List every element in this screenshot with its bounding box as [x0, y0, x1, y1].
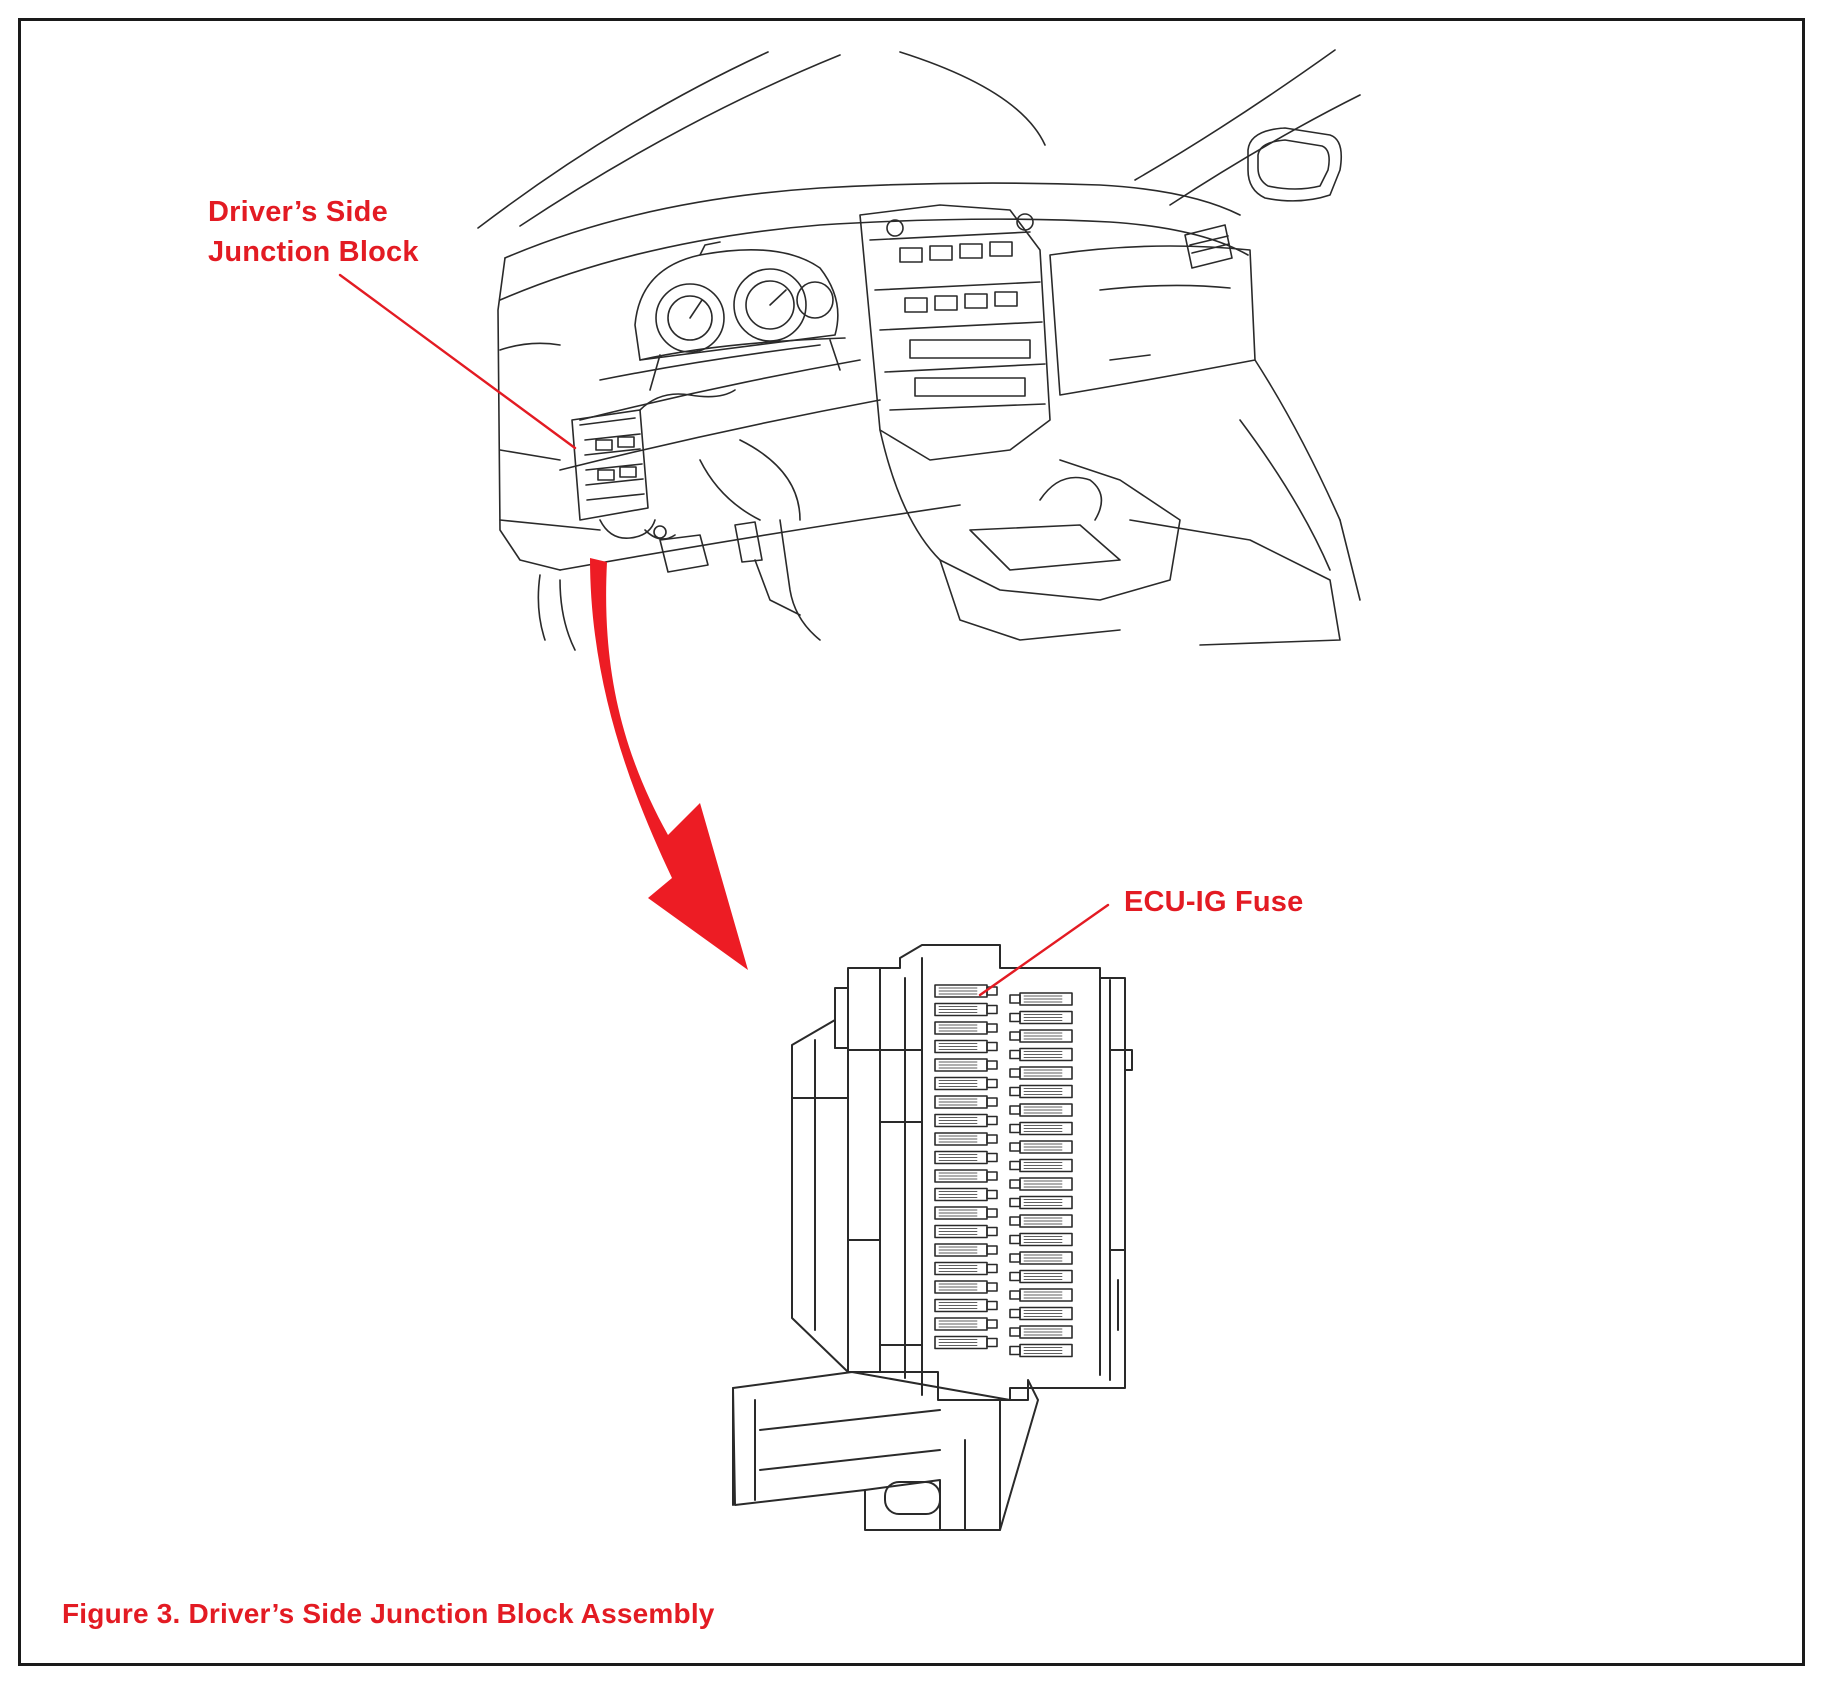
fuse-slot-tab — [986, 1282, 998, 1292]
fuse-slot-tab — [1009, 1105, 1021, 1115]
fuse-slot-tab — [986, 1115, 998, 1126]
fuse-slot-tab — [1009, 1308, 1021, 1319]
fuse-slot-tab — [1009, 1271, 1021, 1282]
fuse-slot-tab — [986, 1023, 998, 1033]
fuse-slot-tab — [986, 1263, 998, 1274]
fuse-slot-tab — [986, 1171, 998, 1181]
fuse-slot-tab — [986, 1134, 998, 1144]
fuse-slot-tab — [1009, 1197, 1021, 1208]
fuse-slot-tab — [1009, 1290, 1021, 1300]
fuse-slot-tab — [1009, 1216, 1021, 1226]
fuse-slot-tab — [1009, 1049, 1021, 1060]
junction-block-label-line2: Junction Block — [208, 236, 419, 268]
fuse-slot-tab — [1009, 1327, 1021, 1337]
fuse-slot-tab — [986, 1226, 998, 1237]
fuse-slot-tab — [1009, 1253, 1021, 1263]
fuse-column-left — [934, 984, 998, 1350]
mounted-junction-block — [571, 389, 736, 540]
zoom-arrow — [590, 558, 748, 970]
fuse-slot-tab — [986, 1152, 998, 1163]
fuse-slot-tab — [986, 1300, 998, 1311]
fuse-slot-tab — [1009, 1142, 1021, 1152]
fuse-slot-tab — [1009, 1012, 1021, 1023]
ecu-fuse-label: ECU-IG Fuse — [1124, 886, 1304, 918]
fuse-slot-tab — [986, 1097, 998, 1107]
fuse-slot-tab — [986, 1078, 998, 1089]
fuse-slot-tab — [1009, 1086, 1021, 1097]
junction-block-leader-line — [338, 273, 577, 450]
fuse-column-right — [1009, 992, 1073, 1358]
fuse-slot-tab — [986, 1208, 998, 1218]
dashboard-illustration — [477, 49, 1361, 651]
ecu-fuse-leader-line — [978, 903, 1110, 997]
instrument-cluster — [634, 241, 846, 391]
fuse-slot-tab — [1009, 994, 1021, 1004]
fuse-slot-tab — [1009, 1179, 1021, 1189]
fuse-slot-tab — [1009, 1345, 1021, 1356]
fuse-slot-tab — [986, 1060, 998, 1070]
junction-block-label: Driver’s Side Junction Block — [208, 192, 419, 272]
fuse-slot-tab — [986, 1245, 998, 1255]
fuse-slot-tab — [1009, 1031, 1021, 1041]
junction-block-label-line1: Driver’s Side — [208, 196, 388, 228]
fuse-slot-tab — [986, 1041, 998, 1052]
figure-frame — [18, 18, 1805, 1666]
fuse-slot-tab — [1009, 1234, 1021, 1245]
fuse-slot-tab — [986, 1319, 998, 1329]
fuse-slot-tab — [986, 1004, 998, 1015]
fuse-slot-tab — [986, 1189, 998, 1200]
figure-caption: Figure 3. Driver’s Side Junction Block A… — [62, 1598, 715, 1629]
fuse-slot-tab — [986, 1337, 998, 1348]
fuse-slot-tab — [1009, 1160, 1021, 1171]
junction-block-enlarged — [732, 944, 1133, 1531]
fuse-slot-tab — [1009, 1068, 1021, 1078]
fuse-slot-tab — [1009, 1123, 1021, 1134]
